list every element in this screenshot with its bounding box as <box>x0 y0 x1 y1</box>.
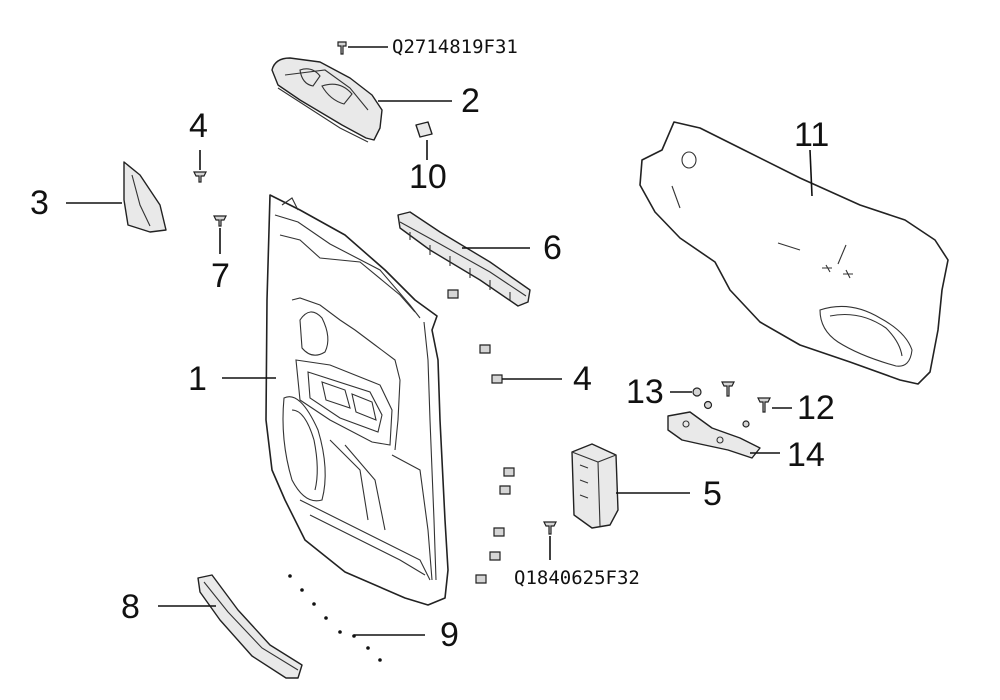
label-3: 3 <box>30 184 49 222</box>
screw-part-7 <box>213 215 227 227</box>
screw-q1840625f32 <box>543 521 557 535</box>
label-14: 14 <box>787 436 825 474</box>
callout-labels: Q2714819F31 2 3 4 7 10 6 11 1 4 13 12 14… <box>30 36 835 654</box>
fasteners <box>193 41 771 662</box>
label-10: 10 <box>409 158 447 196</box>
part-code-q1840625f32: Q1840625F32 <box>514 567 640 589</box>
label-9: 9 <box>440 616 459 654</box>
dots-part-9 <box>288 574 382 662</box>
storage-bracket <box>571 443 619 529</box>
label-4-right: 4 <box>573 360 592 398</box>
label-7: 7 <box>211 257 230 295</box>
label-11: 11 <box>794 116 829 154</box>
screw-part-4-top <box>193 171 207 183</box>
screw-q2714819f31 <box>337 41 347 55</box>
label-1: 1 <box>188 360 207 398</box>
label-5: 5 <box>703 475 722 513</box>
lower-trim-strip <box>197 574 303 679</box>
switch-bezel <box>271 57 383 143</box>
label-13: 13 <box>626 373 664 411</box>
label-12: 12 <box>797 389 835 427</box>
label-6: 6 <box>543 229 562 267</box>
nut-part-13 <box>692 387 713 410</box>
belt-weatherstrip <box>397 211 531 307</box>
small-clip <box>415 121 433 138</box>
label-8: 8 <box>121 588 140 626</box>
mirror-corner-cover <box>123 161 167 233</box>
screws-part-12 <box>721 381 771 428</box>
water-shield <box>639 121 949 385</box>
door-trim-panel <box>265 194 449 606</box>
mounting-plate <box>667 411 761 459</box>
part-code-q2714819f31: Q2714819F31 <box>392 36 518 58</box>
label-4-top: 4 <box>189 107 208 145</box>
label-2: 2 <box>461 82 480 120</box>
clip-column-right <box>447 289 515 584</box>
leader-lines <box>66 46 813 636</box>
